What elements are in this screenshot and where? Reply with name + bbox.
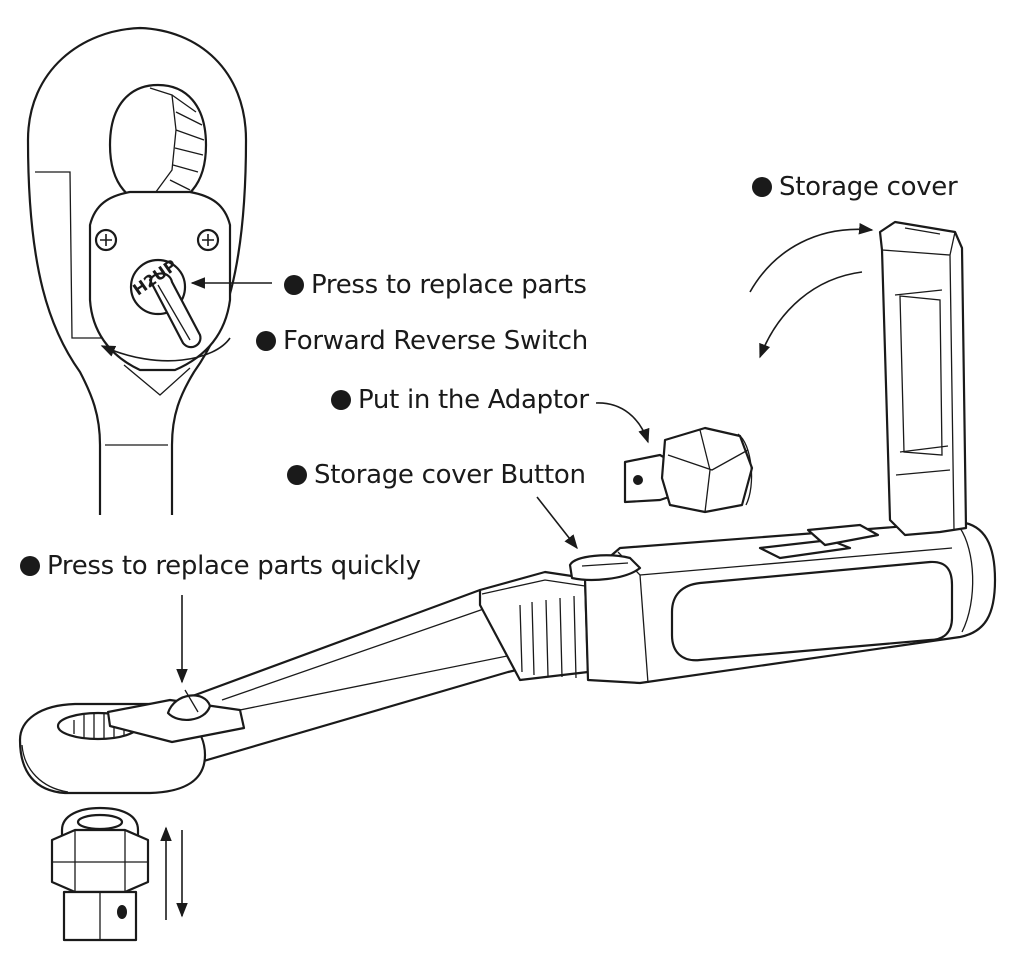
bullet-icon <box>20 556 40 576</box>
bullet-icon <box>256 331 276 351</box>
adaptor-part <box>623 426 754 514</box>
ratchet-head-closeup: H2UP <box>26 26 248 515</box>
bullet-icon <box>331 390 351 410</box>
label-press-to-replace: Press to replace parts <box>284 270 587 300</box>
wrench-body <box>18 220 997 795</box>
leader-arrows <box>160 223 874 920</box>
bullet-icon <box>287 465 307 485</box>
bullet-icon <box>284 275 304 295</box>
label-forward-reverse-switch: Forward Reverse Switch <box>256 326 588 356</box>
adaptor-bottom <box>50 806 150 942</box>
label-storage-cover: Storage cover <box>752 172 958 202</box>
label-press-to-replace-quickly: Press to replace parts quickly <box>20 551 421 581</box>
label-put-in-adaptor: Put in the Adaptor <box>331 385 589 415</box>
bullet-icon <box>752 177 772 197</box>
label-storage-cover-button: Storage cover Button <box>287 460 586 490</box>
